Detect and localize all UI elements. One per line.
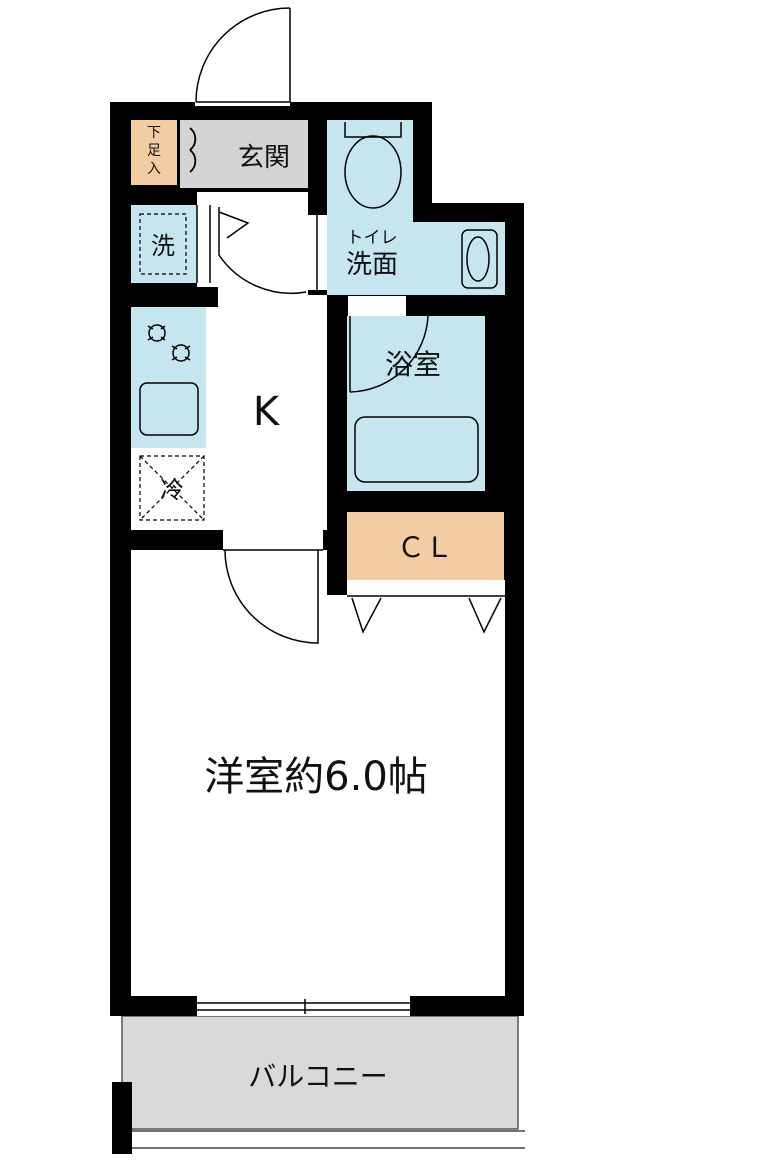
toilet-label: トイレ xyxy=(347,228,398,248)
washbasin-icon xyxy=(461,229,498,289)
room-door-swing xyxy=(224,549,319,644)
shoe-storage-label-2: 足 xyxy=(147,143,161,159)
closet-door-left xyxy=(351,597,382,634)
closet-door-right xyxy=(468,597,502,634)
balcony-floor xyxy=(121,1015,519,1130)
balcony-label: バルコニー xyxy=(248,1060,387,1093)
shoe-storage-label-1: 下 xyxy=(147,125,161,141)
fridge-label: 冷 xyxy=(160,476,184,504)
toilet-washroom-area xyxy=(327,120,505,295)
closet-label: ＣＬ xyxy=(397,531,453,564)
kitchen-counter xyxy=(131,307,206,448)
fridge-space-icon xyxy=(139,455,205,521)
washer-space-icon xyxy=(139,213,187,275)
bath-door-opening xyxy=(348,296,406,316)
toilet-bowl-icon xyxy=(344,122,402,209)
bath-door-swing xyxy=(349,315,429,393)
closet-area xyxy=(347,512,504,580)
hall-door-swing xyxy=(218,207,307,295)
hall-door-arrow-icon xyxy=(218,211,250,239)
western-room-floor xyxy=(131,550,505,996)
entrance-label: 玄関 xyxy=(238,143,290,173)
washer-label: 洗 xyxy=(151,232,175,260)
entrance-area xyxy=(180,120,308,188)
balcony-window xyxy=(197,996,410,1016)
room-door-opening xyxy=(223,530,323,550)
closet-door-strip xyxy=(347,580,505,595)
kitchen-sink-icon xyxy=(139,382,199,436)
washroom-label: 洗面 xyxy=(346,250,398,280)
kitchen-floor xyxy=(131,192,327,530)
stove-burner-icon xyxy=(147,324,191,362)
western-room-label: 洋室約6.0帖 xyxy=(204,754,428,800)
shoe-cabinet-door-icon xyxy=(189,127,197,173)
balcony-end-post xyxy=(112,1082,132,1154)
kitchen-label: K xyxy=(253,389,281,435)
bathtub-icon xyxy=(354,416,479,483)
shoe-storage-area xyxy=(131,120,177,185)
front-door-opening xyxy=(195,96,290,106)
front-door-swing xyxy=(195,7,291,103)
shoe-storage-label-3: 入 xyxy=(147,161,161,177)
bathroom-area xyxy=(347,316,485,491)
bathroom-label: 浴室 xyxy=(385,348,441,381)
